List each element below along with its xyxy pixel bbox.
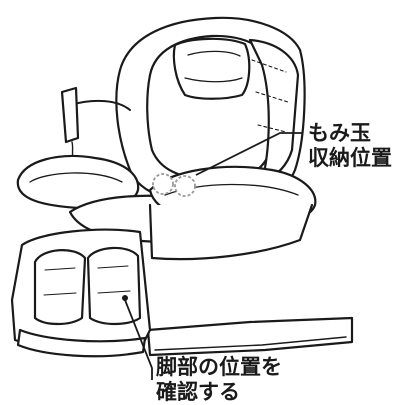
leg-section-callout-line2: 確認する: [156, 380, 240, 404]
headrest: [172, 37, 251, 100]
leg-section-callout-line1: 脚部の位置を: [156, 355, 282, 379]
kneading-ball-callout-line2: 収納位置: [308, 146, 392, 170]
remote-controller: [60, 86, 80, 144]
foot-area: [16, 328, 147, 358]
kneading-ball-right: [174, 175, 196, 197]
kneading-ball-markers: [152, 173, 196, 197]
headrest-detail: [184, 50, 243, 83]
chair-base: [146, 316, 354, 357]
side-body: [148, 203, 314, 261]
calf-stitch: [43, 265, 131, 296]
leader-line-kneading: [195, 132, 302, 176]
left-armrest-inner: [29, 172, 123, 183]
backrest-stitch: [251, 59, 289, 133]
kneading-ball-callout-line1: もみ玉: [308, 121, 371, 145]
leader-dot-legs: [122, 295, 128, 301]
leader-line-legs: [124, 299, 153, 380]
leg-section-callout: 脚部の位置を 確認する: [156, 355, 282, 405]
kneading-ball-left: [152, 173, 174, 195]
chair-base-groove: [154, 336, 347, 351]
kneading-ball-callout: もみ玉 収納位置: [308, 121, 392, 171]
calf-left: [33, 249, 87, 326]
left-armrest: [16, 154, 140, 210]
calf-right: [86, 246, 142, 326]
